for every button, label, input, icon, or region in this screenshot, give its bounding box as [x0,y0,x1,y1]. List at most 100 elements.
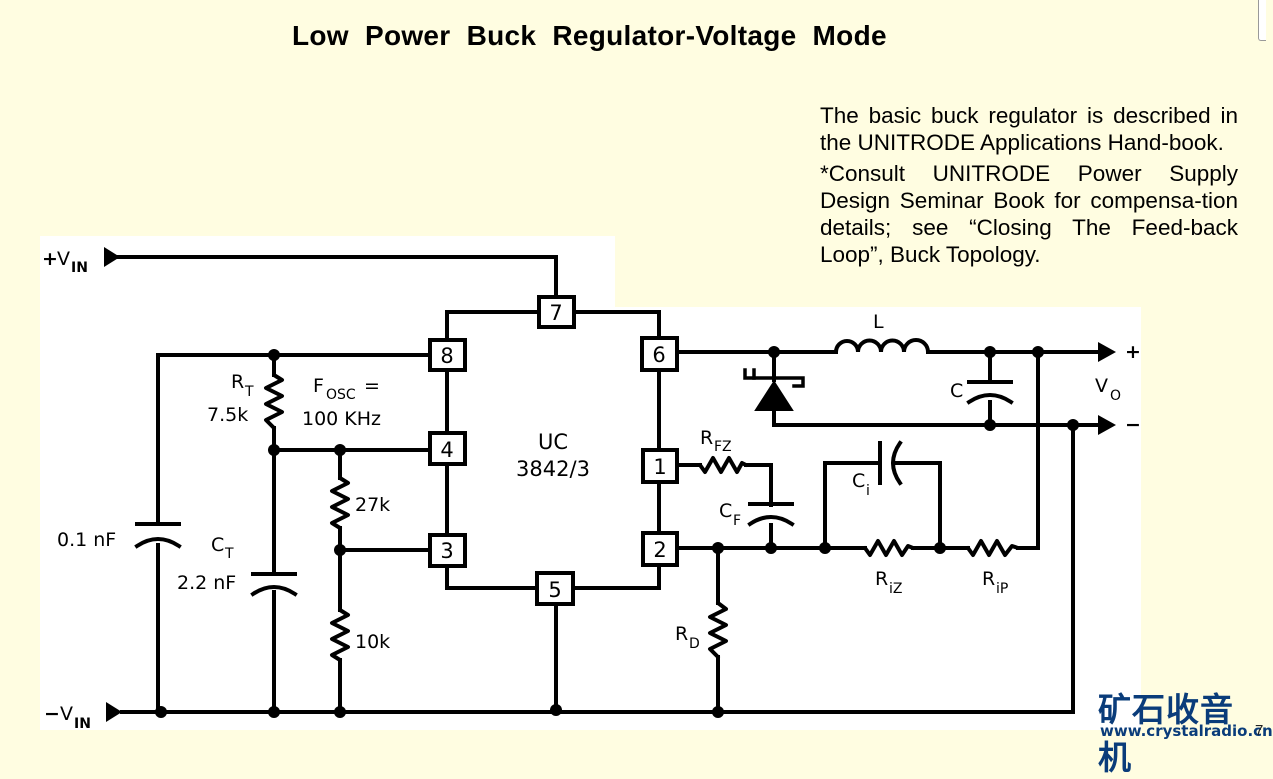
pin-4 [428,431,467,466]
svg-text:OSC: OSC [326,387,356,403]
junctions [155,346,1079,718]
watermark-logo: 矿石收音机 [1098,690,1234,777]
svg-text:C: C [719,500,732,522]
svg-text:V: V [60,703,73,725]
pin-5 [535,571,575,606]
pin-2 [641,531,679,567]
resistors [264,373,1020,662]
vo-plus-sign: + [1125,341,1141,363]
svg-text:T: T [224,546,234,562]
wires [108,255,1102,714]
vo-plus-arrow-icon [1098,342,1116,362]
svg-text:V: V [1095,375,1108,397]
c-label: C [950,380,963,402]
page-title: Low Power Buck Regulator-Voltage Mode [292,20,887,51]
buck-regulator-schematic: 7 8 6 4 1 3 2 5 UC 3842/3 + V IN − V IN … [42,247,1141,732]
svg-text:FZ: FZ [714,439,732,455]
vo-minus-arrow-icon [1098,415,1116,435]
svg-text:R: R [231,371,244,393]
resistor-rfz [698,456,748,474]
fosc-label: F OSC = 100 KHz [302,375,381,430]
capacitor-0.1nf [134,522,182,549]
resistor-rip [966,539,1020,557]
watermark-url: www.crystalradio.cn [1100,722,1273,740]
pin-8-label: 8 [440,344,453,368]
svg-text:iZ: iZ [889,581,902,597]
capacitor-cf [747,502,795,527]
vo-minus-sign: − [1125,414,1141,436]
pin-6 [640,336,679,372]
svg-text:2.2 nF: 2.2 nF [177,572,236,594]
resistor-10k [330,608,350,662]
svg-text:7.5k: 7.5k [207,404,248,426]
svg-text:i: i [866,483,870,499]
svg-text:+: + [42,248,58,270]
capacitor-ci [878,440,903,486]
vin-minus-label: − V IN [44,703,91,732]
resistor-riz [863,539,915,557]
svg-text:−: − [44,703,60,725]
pin-1-label: 1 [653,455,666,479]
resistor-rd [708,601,728,659]
schematic-panel-top [40,236,615,316]
svg-text:iP: iP [996,581,1008,597]
description-block: The basic buck regulator is described in… [820,102,1238,268]
capacitor-c [966,380,1014,405]
svg-text:F: F [733,513,741,529]
rd-label: R D [675,623,700,652]
rfz-label: R FZ [700,427,732,455]
c01-label: 0.1 nF [57,529,116,551]
svg-text:C: C [852,470,865,492]
svg-text:C: C [211,534,224,556]
svg-text:R: R [875,568,888,590]
capacitors [134,380,1014,597]
page-number: 7 [1255,722,1264,739]
pin-7-label: 7 [549,301,562,325]
description-paragraph-2: *Consult UNITRODE Power Supply Design Se… [820,161,1238,267]
svg-text:R: R [700,427,713,449]
resistor-27k [330,476,350,530]
svg-text:O: O [1110,388,1121,404]
riz-label: R iZ [875,568,902,597]
cf-label: C F [719,500,741,529]
ic-name-line1: UC [538,430,568,454]
schematic-panel [40,307,1141,730]
r27k-label: 27k [355,494,390,516]
schottky-diode [743,368,805,411]
description-paragraph-1: The basic buck regulator is described in… [820,103,1238,155]
pin-8 [428,338,467,372]
capacitor-ct [250,572,298,597]
svg-text:F: F [313,375,324,397]
r10k-label: 10k [355,631,390,653]
ic-name-line2: 3842/3 [516,457,590,481]
pin-3-label: 3 [440,539,453,563]
pin-5-label: 5 [548,578,561,602]
ic-pins [428,295,679,606]
pin-6-label: 6 [652,343,665,367]
pin-2-label: 2 [653,538,666,562]
svg-text:100 KHz: 100 KHz [302,408,381,430]
rip-label: R iP [982,568,1008,597]
resistor-rt [264,373,284,430]
svg-text:R: R [982,568,995,590]
scrollbar-corner[interactable] [1258,0,1266,41]
ct-label: C T 2.2 nF [177,534,236,594]
vo-label: V O + − [1095,341,1141,436]
inductor-l [833,338,931,355]
svg-text:IN: IN [74,716,91,732]
rt-label: R T 7.5k [207,371,254,426]
pin-3 [428,533,467,568]
pin-7 [537,295,576,329]
pin-1 [641,448,679,484]
vin-plus-arrow-icon [104,247,120,267]
ci-label: C i [852,470,870,499]
l-label: L [873,311,884,333]
pin-4-label: 4 [440,438,453,462]
vin-plus-label: + V IN [42,248,88,276]
svg-text:T: T [244,384,254,400]
svg-text:D: D [689,636,700,652]
terminal-arrows [104,247,1116,722]
svg-text:IN: IN [71,260,88,276]
svg-text:=: = [364,375,380,397]
svg-text:V: V [57,248,70,270]
